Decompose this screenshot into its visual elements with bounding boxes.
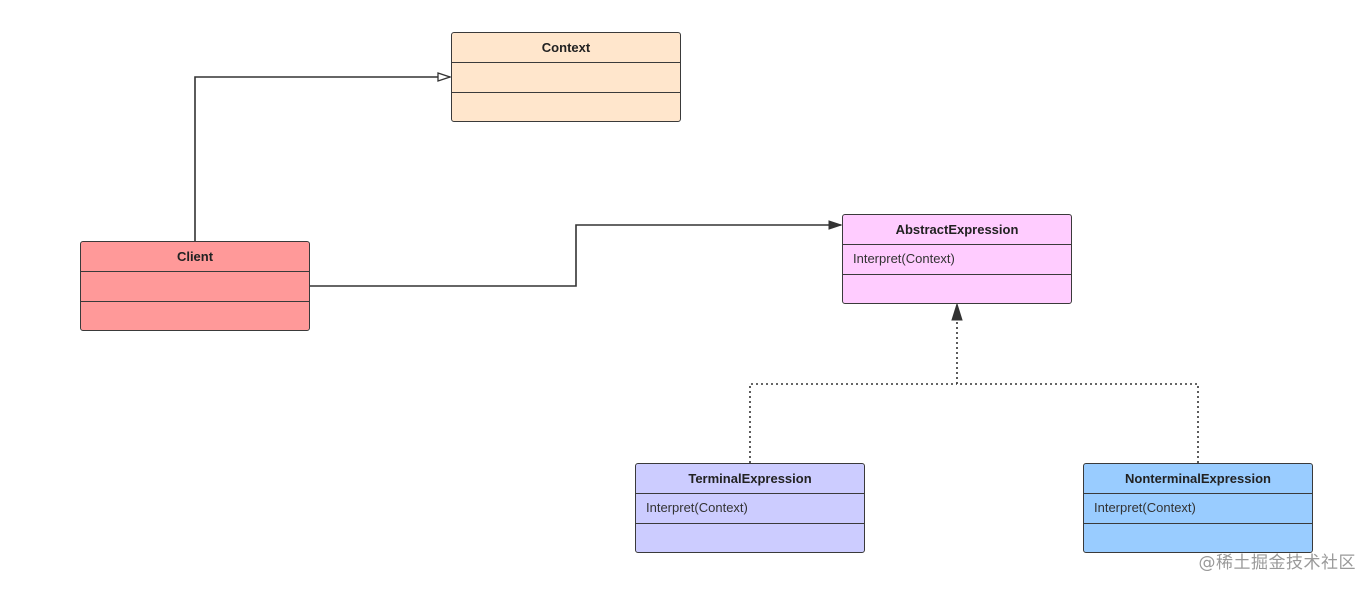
terminal-expression-class[interactable]: TerminalExpression Interpret(Context) xyxy=(635,463,865,553)
class-method-nonterminal-expression: Interpret(Context) xyxy=(1084,494,1312,524)
client-class[interactable]: Client xyxy=(80,241,310,331)
class-name-terminal-expression: TerminalExpression xyxy=(636,464,864,494)
class-method-abstract-expression: Interpret(Context) xyxy=(843,245,1071,275)
client-to-abstract-expression-association xyxy=(310,225,841,287)
context-class[interactable]: Context xyxy=(451,32,681,122)
realization-arrowhead xyxy=(951,302,963,321)
class-name-context: Context xyxy=(452,33,680,63)
nonterminal-expression-class[interactable]: NonterminalExpression Interpret(Context) xyxy=(1083,463,1313,553)
class-operations-terminal-expression xyxy=(636,524,864,551)
terminal-to-abstract-realization xyxy=(749,383,957,463)
nonterminal-to-abstract-realization xyxy=(957,383,1199,463)
client-to-context-association xyxy=(194,77,450,241)
class-attributes-client xyxy=(81,272,309,302)
class-name-abstract-expression: AbstractExpression xyxy=(843,215,1071,245)
class-name-client: Client xyxy=(81,242,309,272)
watermark-text: @稀土掘金技术社区 xyxy=(1198,553,1356,573)
class-operations-context xyxy=(452,93,680,120)
class-attributes-context xyxy=(452,63,680,93)
abstract-expression-class[interactable]: AbstractExpression Interpret(Context) xyxy=(842,214,1072,304)
class-operations-abstract-expression xyxy=(843,275,1071,302)
class-operations-client xyxy=(81,302,309,329)
class-name-nonterminal-expression: NonterminalExpression xyxy=(1084,464,1312,494)
class-method-terminal-expression: Interpret(Context) xyxy=(636,494,864,524)
class-operations-nonterminal-expression xyxy=(1084,524,1312,551)
